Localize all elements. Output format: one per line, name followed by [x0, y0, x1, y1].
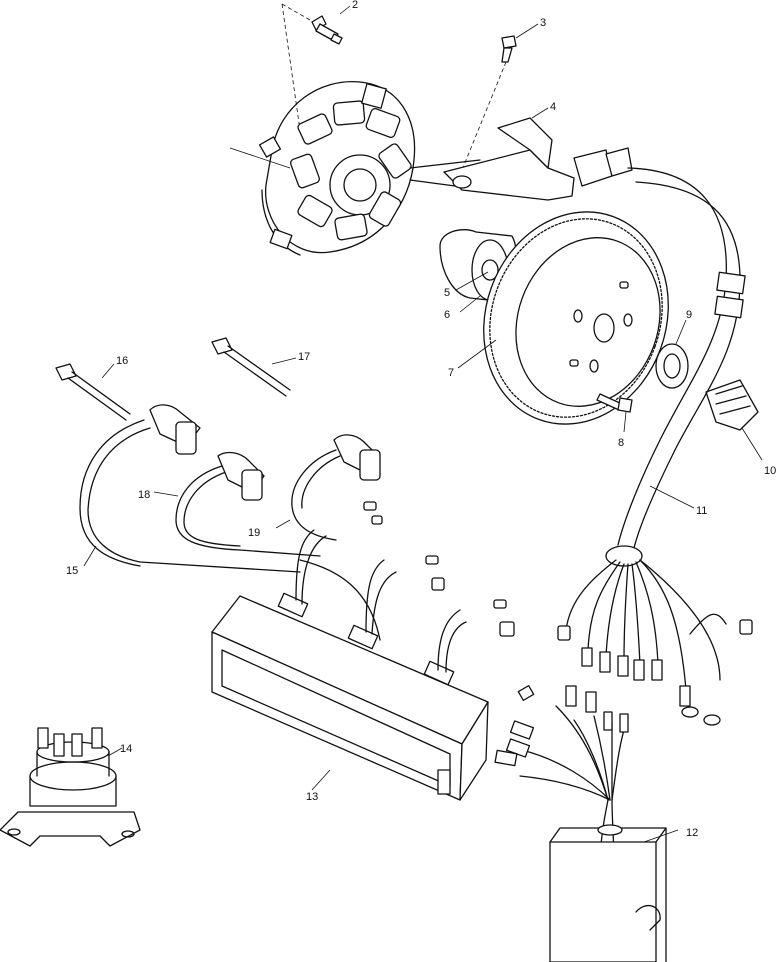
- callout-label-19: 19: [248, 527, 260, 539]
- callout-label-6: 6: [444, 309, 450, 321]
- part-18-plug-wire: [153, 451, 321, 557]
- callout-label-18: 18: [138, 489, 150, 501]
- callout-label-14: 14: [120, 743, 132, 755]
- guide-line-3: [461, 61, 507, 171]
- callout-label-9: 9: [686, 309, 692, 321]
- callout-label-11: 11: [696, 505, 707, 517]
- callout-label-7: 7: [448, 367, 454, 379]
- part-17-screw: [211, 337, 297, 397]
- part-11-harness: [617, 167, 746, 549]
- part-8-bolt: [596, 393, 633, 433]
- callout-label-5: 5: [444, 287, 450, 299]
- callout-label-16: 16: [116, 355, 128, 367]
- part-12-connector-housing: [494, 685, 679, 962]
- part-3-screw: [501, 23, 539, 63]
- part-2-screw: [311, 5, 351, 45]
- part-10-grommet: [705, 379, 763, 461]
- part-9-seal: [655, 319, 689, 389]
- part-16-screw: [55, 363, 131, 421]
- part-19-plug-wire: [275, 434, 381, 541]
- part-7-flywheel: [457, 211, 669, 425]
- callout-label-3: 3: [540, 17, 546, 29]
- callout-label-17: 17: [298, 351, 310, 363]
- part-4-bracket: [443, 107, 633, 201]
- wire-bundle: [557, 545, 753, 726]
- part-14-relay: [0, 727, 141, 847]
- guide-line-2a: [281, 3, 301, 131]
- part-15-plug-wire: [79, 404, 301, 573]
- callout-label-15: 15: [66, 565, 78, 577]
- part-1-stator: [229, 80, 481, 256]
- callout-label-2: 2: [352, 0, 358, 11]
- guide-line-2b: [281, 3, 311, 21]
- callout-label-4: 4: [550, 101, 556, 113]
- callout-label-10: 10: [764, 465, 776, 477]
- callout-label-8: 8: [618, 437, 624, 449]
- callout-label-13: 13: [306, 791, 318, 803]
- part-13-cdi-box: [211, 501, 515, 801]
- part-5-washer: [481, 259, 499, 281]
- callout-label-12: 12: [686, 827, 698, 839]
